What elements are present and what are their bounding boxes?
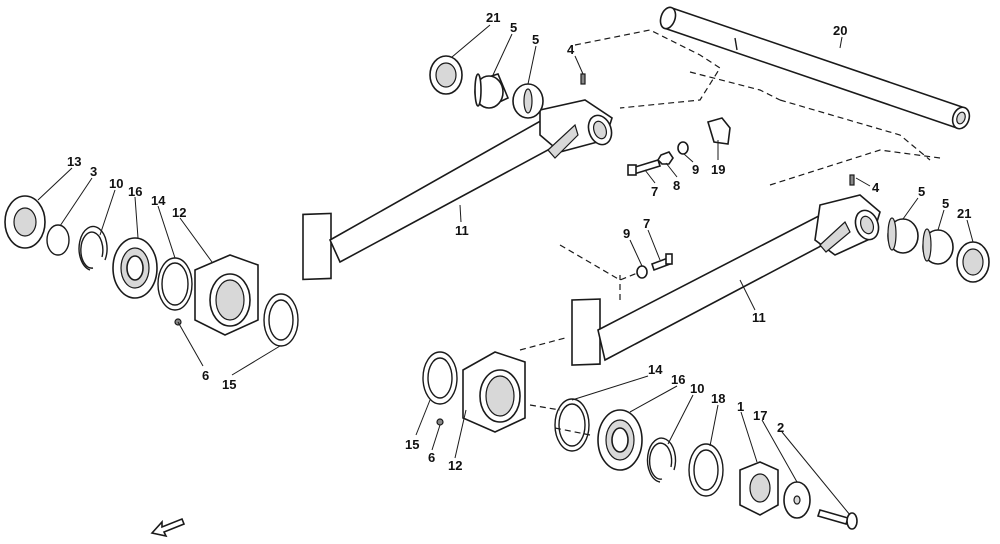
callout-5-top-b: 5	[532, 32, 539, 47]
callout-18: 18	[711, 391, 725, 406]
callout-5-top-a: 5	[510, 20, 517, 35]
seal-ring-part-15-left	[263, 293, 299, 347]
seal-ring-part-18	[688, 443, 724, 497]
bolt-part-2	[816, 509, 858, 530]
callout-5-right-b: 5	[942, 196, 949, 211]
callout-4-top: 4	[567, 42, 575, 57]
cap-part-13	[4, 195, 46, 249]
bracket-part-19	[707, 117, 731, 145]
callout-14-bottom: 14	[648, 362, 663, 377]
callout-19: 19	[711, 162, 725, 177]
grease-nipple-part-6-bottom	[436, 418, 444, 426]
callout-14-left: 14	[151, 193, 166, 208]
callout-15-left: 15	[222, 377, 236, 392]
callout-1: 1	[737, 399, 744, 414]
callout-13: 13	[67, 154, 81, 169]
sleeve-part-5-top-a	[474, 73, 510, 109]
washer-part-17	[783, 481, 811, 519]
callout-11-top: 11	[455, 223, 469, 238]
housing-part-12-left	[194, 254, 259, 336]
callout-15-bottom: 15	[405, 437, 419, 452]
callout-7-top: 7	[651, 184, 658, 199]
callout-21-top: 21	[486, 10, 500, 25]
circlip-part-10-left	[78, 225, 108, 271]
housing-part-12-bottom	[462, 351, 526, 433]
callout-10-bottom: 10	[690, 381, 704, 396]
bushing-part-21-right	[956, 241, 990, 283]
callout-9-top: 9	[692, 162, 699, 177]
seal-ring-part-14-left	[157, 257, 193, 311]
washer-part-9-top	[677, 141, 689, 155]
callout-21-right: 21	[957, 206, 971, 221]
sleeve-part-5-right-a	[887, 217, 919, 254]
bearing-part-16-bottom	[597, 409, 643, 471]
callout-12-left: 12	[172, 205, 186, 220]
callout-8: 8	[673, 178, 680, 193]
callout-4-right: 4	[872, 180, 880, 195]
callout-labels: 21 5 5 4 20 13 3 10 16 14 12 11 7 8 9 19…	[67, 10, 971, 473]
callout-2: 2	[777, 420, 784, 435]
shaft-part-20	[659, 6, 971, 130]
washer-part-9-mid	[636, 265, 648, 279]
arm-part-11-top	[302, 99, 613, 281]
callout-16-left: 16	[128, 184, 142, 199]
callout-20: 20	[833, 23, 847, 38]
callout-11-bottom: 11	[752, 310, 766, 325]
callout-3: 3	[90, 164, 97, 179]
snap-ring-part-3	[46, 224, 70, 256]
nut-part-1	[739, 461, 779, 516]
grease-nipple-part-4-top	[580, 73, 586, 85]
callout-5-right-a: 5	[918, 184, 925, 199]
seal-ring-part-14-bottom	[554, 398, 590, 452]
callout-9-mid: 9	[623, 226, 630, 241]
callout-6-bottom: 6	[428, 450, 435, 465]
sleeve-part-5-right-b	[922, 228, 954, 265]
callout-10-left: 10	[109, 176, 123, 191]
bolt-part-7-mid	[650, 253, 673, 272]
bearing-part-16-left	[112, 237, 158, 299]
bushing-part-21-top	[429, 55, 463, 95]
nut-part-8	[656, 151, 674, 165]
callout-17: 17	[753, 408, 767, 423]
callout-16-bottom: 16	[671, 372, 685, 387]
bolt-part-7-top	[627, 159, 662, 176]
assembly-guide-lines	[519, 29, 941, 436]
circlip-part-10-bottom	[646, 437, 677, 483]
callout-12-bottom: 12	[448, 458, 462, 473]
grease-nipple-part-4-right	[849, 174, 855, 186]
leader-lines	[37, 24, 974, 516]
callout-6-left: 6	[202, 368, 209, 383]
sleeve-part-5-top-b	[512, 83, 544, 119]
seal-ring-part-15-bottom	[422, 351, 458, 405]
callout-7-mid: 7	[643, 216, 650, 231]
arm-part-11-bottom	[571, 194, 881, 366]
direction-arrow-icon	[150, 517, 186, 538]
